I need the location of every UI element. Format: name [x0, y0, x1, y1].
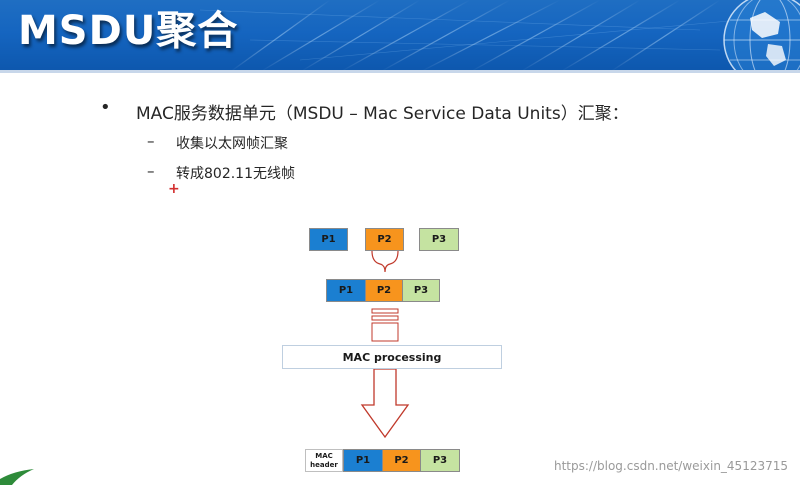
bullet-dot: • [100, 97, 111, 118]
down-arrow [360, 368, 410, 439]
merge-brace [371, 250, 399, 273]
plus-mark: + [168, 181, 180, 197]
output-packet-p1: P1 [343, 449, 383, 472]
output-packet-p2: P2 [382, 449, 421, 472]
output-packet-p3: P3 [420, 449, 460, 472]
top-packet-p1: P1 [309, 228, 348, 251]
banner-divider [0, 70, 800, 73]
sub-bullet-1: 收集以太网帧汇聚 [176, 136, 288, 152]
globe-icon [723, 0, 800, 72]
banner-light-streaks [199, 0, 741, 72]
stripe-3 [371, 322, 399, 342]
mac-processing-box: MAC processing [282, 345, 502, 369]
slide-title: MSDU聚合 [18, 8, 239, 54]
sub-bullet-2: 转成802.11无线帧 [176, 166, 295, 182]
stripe-2 [371, 315, 399, 321]
top-packet-p2: P2 [365, 228, 404, 251]
watermark-url: https://blog.csdn.net/weixin_45123715 [553, 459, 788, 473]
sub-bullet-dash-2: – [147, 162, 155, 180]
sub-bullet-dash-1: – [147, 132, 155, 150]
aggregated-packet-p1: P1 [326, 279, 366, 302]
title-banner: MSDU聚合 [0, 0, 800, 72]
aggregated-packet-p3: P3 [402, 279, 440, 302]
stripe-1 [371, 308, 399, 314]
main-bullet-text: MAC服务数据单元（MSDU – Mac Service Data Units）… [136, 104, 629, 124]
top-packet-p3: P3 [419, 228, 459, 251]
corner-decoration [0, 469, 34, 485]
aggregated-packet-p2: P2 [365, 279, 403, 302]
